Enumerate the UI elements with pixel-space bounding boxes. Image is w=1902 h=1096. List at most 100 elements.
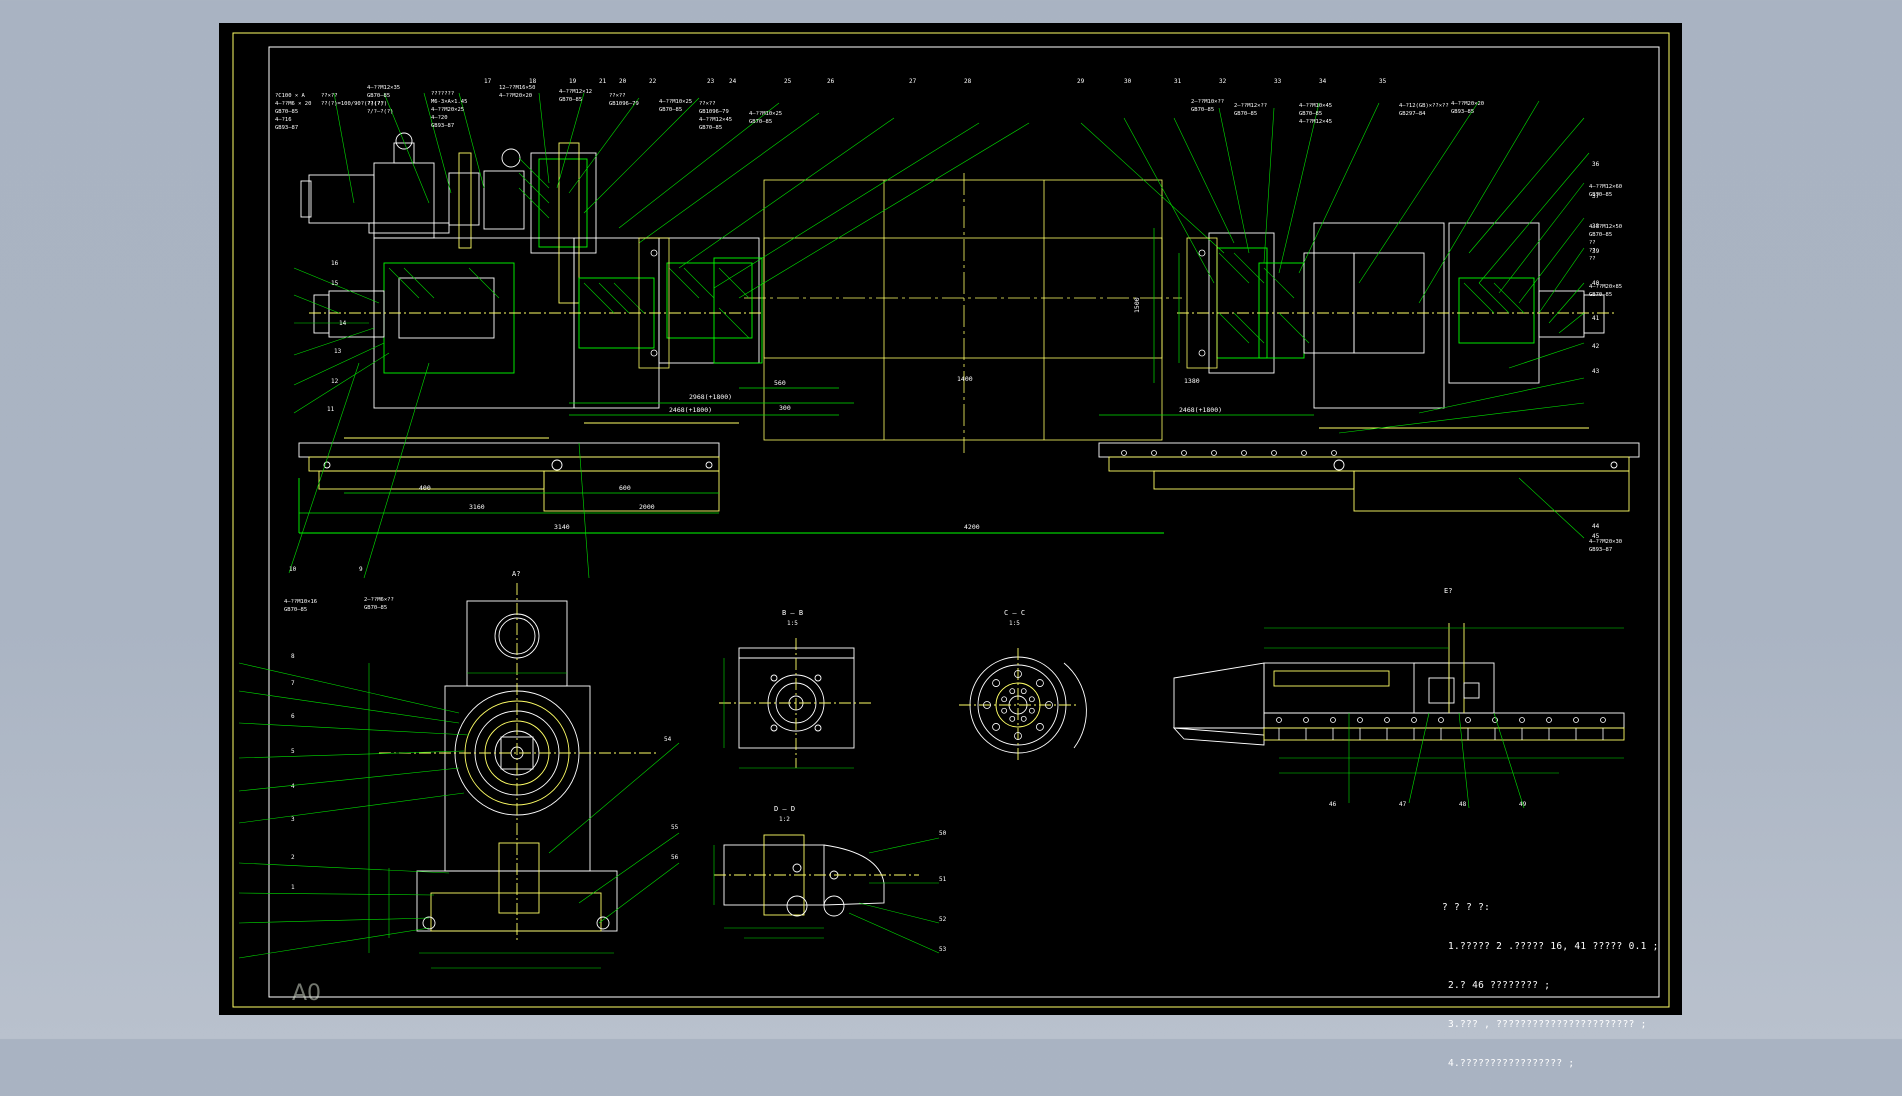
note-line: 4.????????????????? ; (1448, 1058, 1575, 1069)
balloon-56: 56 (671, 854, 679, 861)
dim-d6: 2000 (639, 503, 655, 511)
callout-line: GB70—85 (1191, 107, 1214, 113)
assembly-drawing: 2968(+1800) 2468(+1800) 2468(+1800) 3140… (232, 32, 1670, 1008)
callout-line: GB70—85 (1589, 192, 1612, 198)
callout-line: GB70—85 (749, 119, 772, 125)
bolt-hole (1546, 717, 1552, 723)
balloon-43: 43 (1592, 368, 1600, 375)
balloon-11: 11 (327, 406, 335, 413)
balloon-37: 37 (1592, 193, 1600, 200)
right-view-dims (1264, 627, 1624, 809)
section-dd-dims (713, 837, 940, 954)
balloon-5: 5 (291, 748, 295, 755)
balloon-25: 25 (784, 78, 792, 85)
bolt-hole (1009, 688, 1016, 695)
bolt-hole (1009, 715, 1016, 722)
callout-line: 2—??M10×?? (1191, 99, 1224, 105)
balloon-7: 7 (291, 680, 295, 687)
callout-line: 4—??M10×45 (1299, 103, 1332, 109)
dim-d4: 3160 (469, 503, 485, 511)
balloon-9: 9 (359, 566, 363, 573)
callout-line: ?? (1589, 240, 1596, 246)
balloon-10: 10 (289, 566, 297, 573)
balloon-21: 21 (599, 78, 607, 85)
balloon-38: 38 (1592, 223, 1600, 230)
callout-line: GB93—85 (1451, 109, 1474, 115)
callout-line: 4—?20 (431, 115, 448, 121)
drum-flanges (638, 237, 1218, 369)
callout-line: 4—??M20×25 (431, 107, 464, 113)
leader-lines (288, 92, 1590, 579)
dim-left-bottom-total: 3140 (554, 523, 570, 531)
balloon-53: 53 (939, 946, 947, 953)
callout-line: 4—??M20×20 (499, 93, 532, 99)
left-side-view-dims (238, 662, 680, 969)
right-base-bolts (1121, 450, 1337, 456)
left-side-view (379, 583, 659, 943)
callout-line: 4—??M12×45 (1299, 119, 1332, 125)
balloon-29: 29 (1077, 78, 1085, 85)
dim-left-top-2: 2468(+1800) (669, 406, 712, 414)
callout-line: GB297—84 (1399, 111, 1426, 117)
balloon-6: 6 (291, 713, 295, 720)
balloon-48: 48 (1459, 801, 1467, 808)
note-line: ? ? ? ?: (1442, 902, 1491, 913)
balloon-27: 27 (909, 78, 917, 85)
callout-line: GB70—85 (699, 125, 722, 131)
section-bb-title: B — B (782, 609, 803, 617)
balloon-50: 50 (939, 830, 947, 837)
balloon-36: 36 (1592, 161, 1600, 168)
callout-line: GB93—87 (275, 125, 298, 131)
balloon-26: 26 (827, 78, 835, 85)
callout-line: 4—??M20×85 (1589, 284, 1622, 290)
bolt-hole (1020, 688, 1027, 695)
section-cc-scale: 1:5 (1009, 620, 1020, 627)
callout-line: GB70—85 (1589, 232, 1612, 238)
bolt-hole (1600, 717, 1606, 723)
balloon-8: 8 (291, 653, 295, 660)
callout-line: 4—??M10×25 (749, 111, 782, 117)
section-dd-scale: 1:2 (779, 816, 790, 823)
dim-drum-height: 1500 (1133, 297, 1141, 313)
balloon-15: 15 (331, 280, 339, 287)
callout-line: GB70—85 (1589, 292, 1612, 298)
callout-line: ??×?? (609, 93, 626, 99)
left-base (298, 422, 1164, 534)
callout-line: ?? (1589, 248, 1596, 254)
dim-d1: 300 (779, 404, 791, 412)
balloon-30: 30 (1124, 78, 1132, 85)
dim-d2: 400 (419, 484, 431, 492)
balloon-28: 28 (964, 78, 972, 85)
bolt-hole (1303, 717, 1309, 723)
callout-line: GB70—85 (284, 607, 307, 613)
balloon-2: 2 (291, 854, 295, 861)
bolt-hole (1014, 670, 1022, 678)
dim-right-bottom-total: 4200 (964, 523, 980, 531)
callout-line: 2—??M12×?? (1234, 103, 1267, 109)
callout-line: 4—??M12×35 (367, 85, 400, 91)
bolt-hole (1330, 717, 1336, 723)
dim-d7: 1380 (1184, 377, 1200, 385)
balloon-55: 55 (671, 824, 679, 831)
note-line: 1.????? 2 .????? 16, 41 ????? 0.1 ; (1448, 941, 1659, 952)
dim-d5: 560 (774, 379, 786, 387)
balloon-33: 33 (1274, 78, 1282, 85)
callout-line: GB70—85 (659, 107, 682, 113)
section-bb-dims (723, 658, 854, 769)
callout-line: GB93—87 (431, 123, 454, 129)
technical-notes: ? ? ? ?: 1.????? 2 .????? 16, 41 ????? 0… (1442, 875, 1659, 1096)
balloon-16: 16 (331, 260, 339, 267)
balloon-3: 3 (291, 816, 295, 823)
bolt-hole (1492, 717, 1498, 723)
callout-line: 4—?12(GB)×??×?? (1399, 103, 1449, 109)
callout-line: GB93—87 (1589, 547, 1612, 553)
sheet-frames (232, 32, 1670, 1008)
callout-line: ?? (1589, 256, 1596, 262)
cad-viewport[interactable]: 2968(+1800) 2468(+1800) 2468(+1800) 3140… (0, 0, 1902, 1069)
section-cc (959, 648, 1087, 763)
left-view-title: A? (512, 570, 520, 578)
bolt-hole (1020, 715, 1027, 722)
callout-line: 4—??M20×20 (1451, 101, 1484, 107)
bolt-hole (1001, 707, 1008, 714)
right-drive (1177, 222, 1614, 409)
